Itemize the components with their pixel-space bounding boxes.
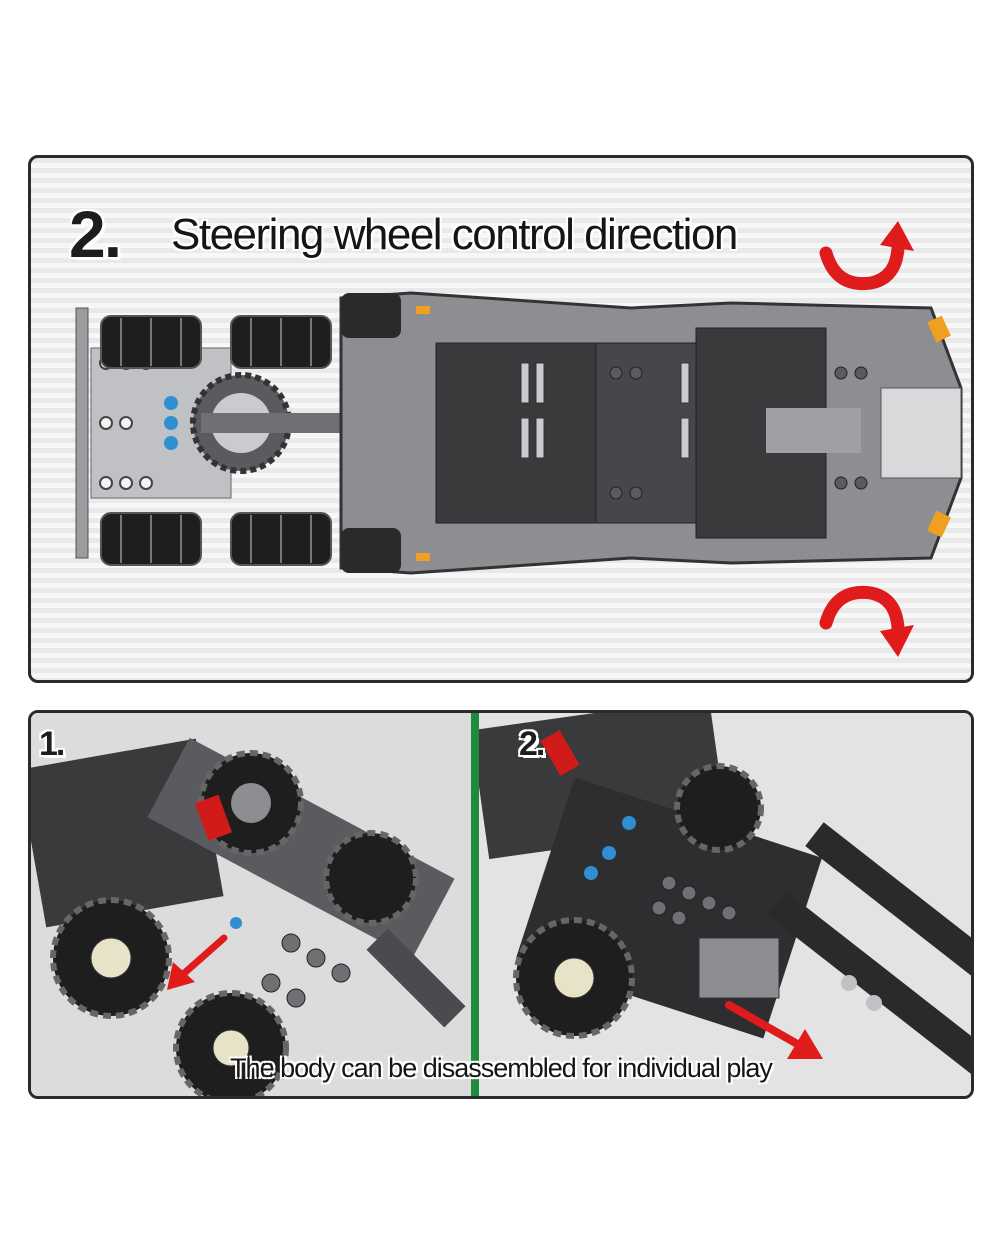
removal-arrow-icon	[725, 1001, 823, 1059]
sub-panel-1: 1.	[31, 713, 471, 1096]
caption: The body can be disassembled for individ…	[230, 1053, 773, 1083]
rotate-counterclockwise-arrow-icon	[819, 221, 914, 291]
removal-arrow-icon	[167, 934, 228, 990]
sub-step-number: 1.	[39, 725, 65, 763]
panel-title: Steering wheel control direction	[171, 210, 738, 259]
step-number: 2.	[69, 197, 122, 271]
rotate-clockwise-arrow-icon	[819, 585, 914, 657]
chassis-detail-1	[31, 713, 471, 1096]
chassis-detail-2	[479, 713, 971, 1096]
steering-panel: 2. Steering wheel control direction	[28, 155, 974, 683]
sub-step-number: 2.	[519, 725, 545, 763]
disassembly-panel: 1. 2. The body can be disasse	[28, 710, 974, 1099]
truck-chassis-top-view	[75, 291, 963, 575]
sub-panel-2: 2.	[479, 713, 971, 1096]
panel-divider	[471, 713, 479, 1096]
